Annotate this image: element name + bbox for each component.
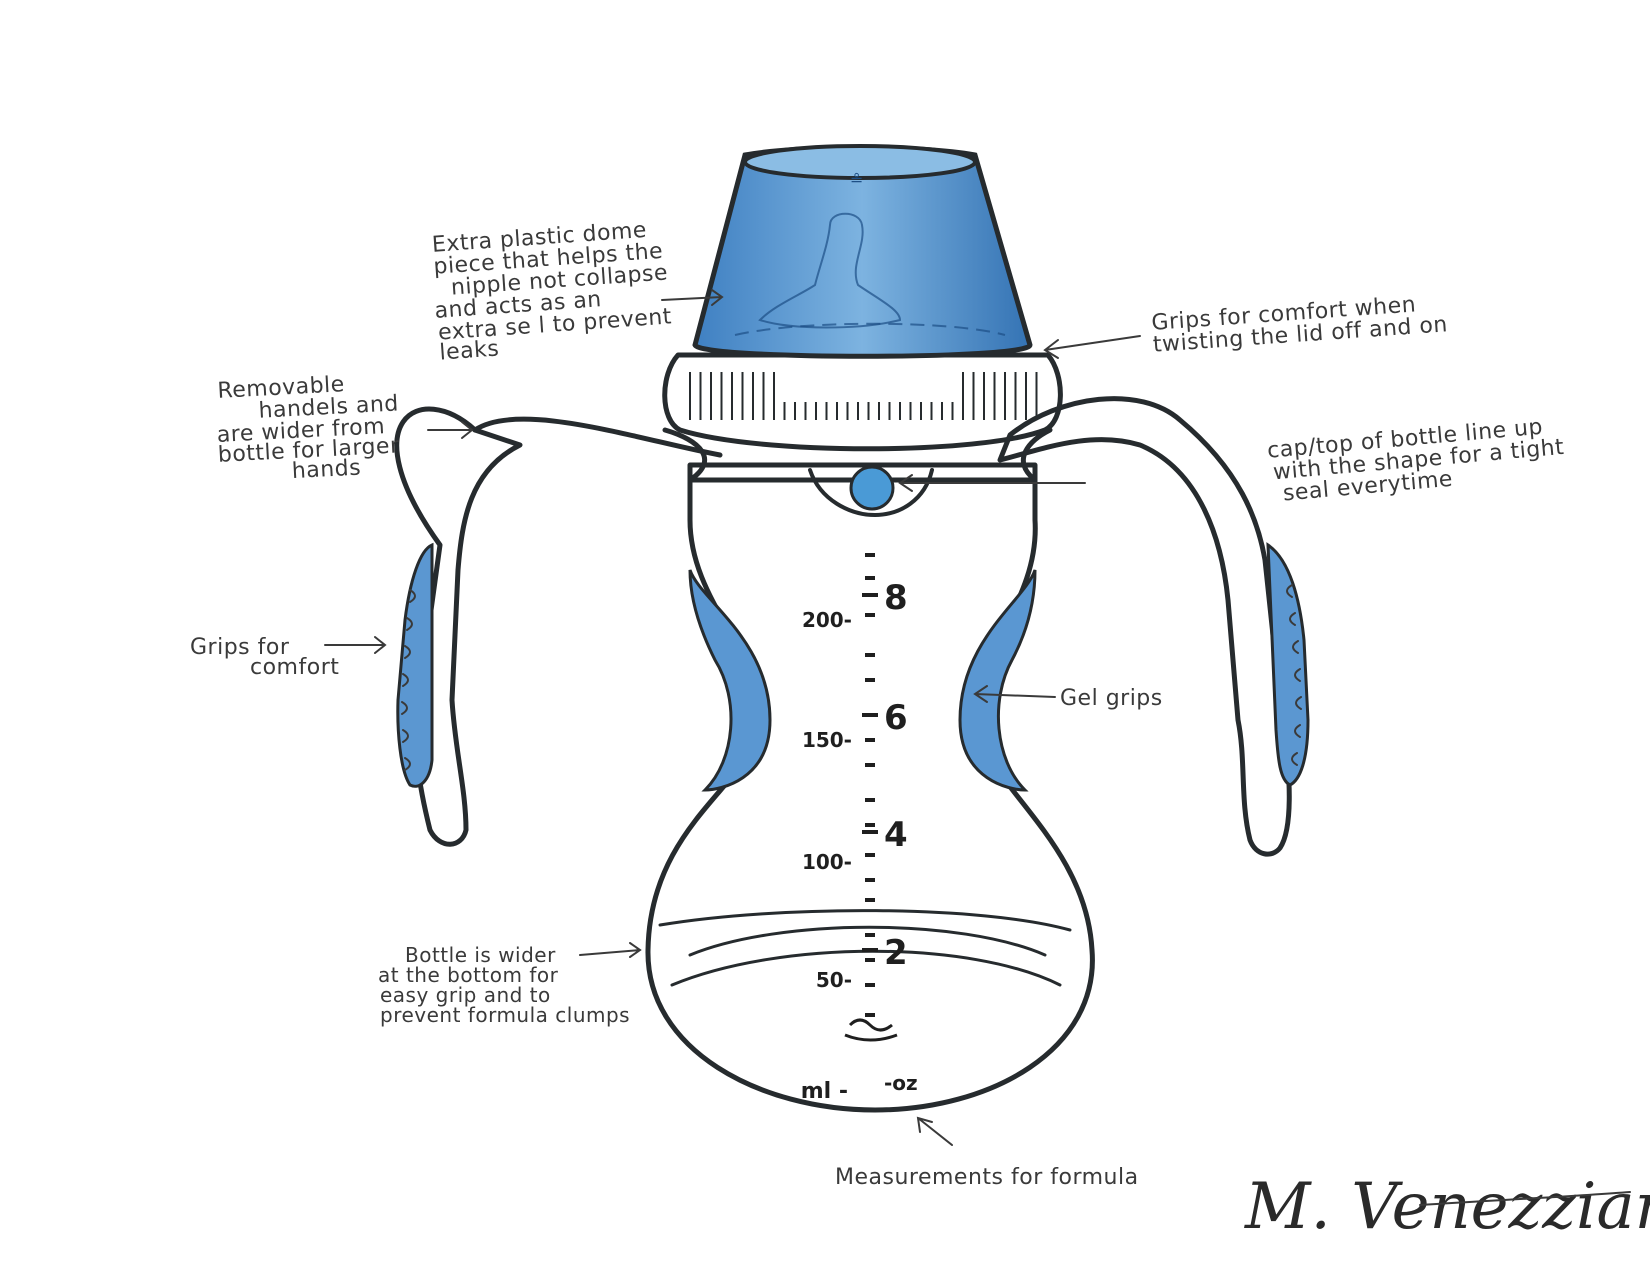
note-handle-grips: Grips for comfort: [190, 635, 339, 680]
scale-bottom-mark: [845, 1020, 897, 1040]
scale-oz-label: 8: [884, 578, 908, 618]
note-handle-grips-line: comfort: [250, 655, 339, 680]
scale-oz-label: 2: [884, 933, 908, 973]
scale-oz-unit: -oz: [884, 1071, 918, 1095]
scale-ml-label: 50-: [816, 968, 852, 992]
cap-ring: [665, 355, 1061, 449]
left-handle: [397, 409, 720, 844]
scale-oz-label: 4: [884, 815, 908, 855]
note-wide-bottom-line: prevent formula clumps: [380, 1003, 630, 1027]
scale-ml-label: 100-: [802, 850, 852, 874]
note-gel-grips-line: Gel grips: [1060, 686, 1163, 711]
scale-ml-label: 200-: [802, 608, 852, 632]
signature: M. Venezziano: [1244, 1170, 1650, 1244]
note-dome-line: leaks: [439, 336, 500, 365]
note-handles: Removable handels and are wider from bot…: [214, 369, 403, 487]
dome-cap: ≗: [695, 146, 1030, 356]
signature-text: M. Venezziano: [1244, 1170, 1650, 1244]
scale-oz-label: 6: [884, 698, 908, 738]
note-lid-grips: Grips for comfort when twisting the lid …: [1151, 290, 1449, 357]
bottle-body: [648, 430, 1092, 1110]
note-cap-seal: cap/top of bottle line up with the shape…: [1266, 413, 1567, 508]
note-wide-bottom: Bottle is wider at the bottom for easy g…: [378, 943, 630, 1027]
right-handle: [1000, 399, 1308, 855]
note-dome: Extra plastic dome piece that helps the …: [429, 217, 674, 366]
note-measurements-line: Measurements for formula: [835, 1165, 1139, 1190]
gel-grip-right: [960, 570, 1035, 790]
scale-ml-label: 150-: [802, 728, 852, 752]
note-gel-grips: Gel grips: [1060, 686, 1163, 711]
note-handles-line: hands: [291, 455, 362, 484]
svg-text:≗: ≗: [850, 170, 863, 189]
seal-indicator: [851, 467, 893, 509]
note-measurements: Measurements for formula: [835, 1165, 1139, 1190]
gel-grip-left: [690, 570, 770, 790]
measurement-scale: 8 6 4 2 200- 150- 100- 50- ml - -oz: [801, 555, 918, 1104]
scale-ml-unit: ml -: [801, 1079, 848, 1104]
